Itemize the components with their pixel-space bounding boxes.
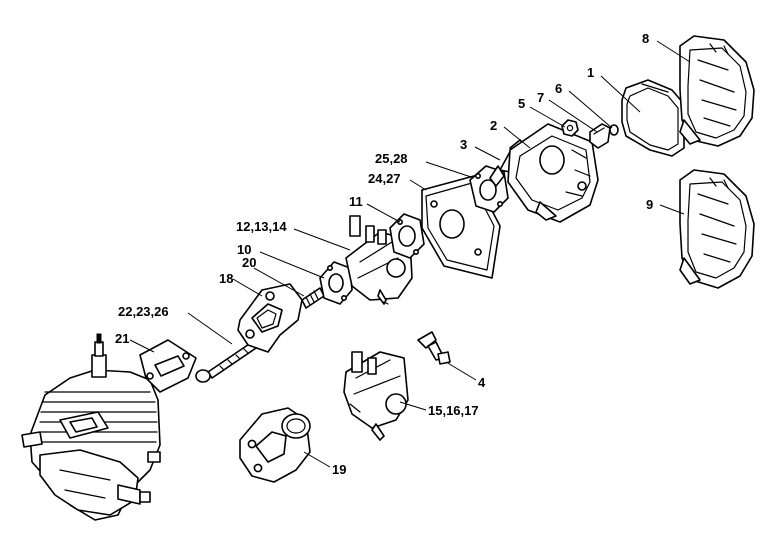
leader-1	[600, 75, 641, 113]
callout-10: 10	[237, 242, 251, 257]
leader-25-28	[425, 161, 475, 179]
leader-24-27	[409, 179, 427, 191]
callout-1: 1	[587, 65, 594, 80]
callout-18: 18	[219, 271, 233, 286]
callout-5: 5	[518, 96, 525, 111]
callout-24-27: 24,27	[368, 171, 401, 186]
intake-flange	[237, 283, 303, 353]
filter-retainer	[589, 123, 619, 149]
leader-3	[474, 146, 501, 161]
nut	[561, 119, 579, 137]
choke-shaft	[417, 331, 451, 365]
filter-cover-upper	[679, 35, 755, 147]
filter-cover-lower	[679, 169, 755, 289]
leader-22-23-26	[187, 312, 233, 345]
callout-22-23-26: 22,23,26	[118, 304, 169, 319]
callout-4: 4	[478, 375, 486, 390]
air-filter	[621, 79, 685, 157]
carburetor-gasket-medium	[389, 213, 425, 259]
leader-2	[503, 126, 531, 149]
callout-12-13-14: 12,13,14	[236, 219, 287, 234]
callout-labels: 1 2 3 4 5 6 7 8 9 10 11 12,13,14 15,16,1…	[115, 31, 653, 477]
leader-9	[659, 204, 685, 215]
callout-11: 11	[349, 194, 363, 209]
carburetor-gasket-small	[319, 261, 353, 305]
long-screw	[195, 337, 263, 383]
callout-19: 19	[332, 462, 346, 477]
intake-gasket	[139, 339, 197, 393]
engine-block	[21, 333, 161, 521]
leader-12-13-14	[293, 228, 351, 251]
carburetor-lower	[343, 351, 409, 441]
leader-lines	[129, 40, 691, 468]
leader-8	[656, 40, 691, 63]
leader-7	[548, 99, 598, 133]
leader-19	[303, 451, 331, 468]
leader-18	[232, 278, 263, 297]
callout-7: 7	[537, 90, 544, 105]
leader-15-16-17	[399, 401, 427, 411]
callout-15-16-17: 15,16,17	[428, 403, 479, 418]
leader-21	[129, 339, 155, 353]
air-filter-base	[507, 123, 599, 223]
intake-manifold	[239, 407, 311, 483]
callout-21: 21	[115, 331, 129, 346]
callout-8: 8	[642, 31, 649, 46]
callout-25-28: 25,28	[375, 151, 408, 166]
leader-11	[366, 203, 401, 223]
leader-20	[253, 267, 305, 297]
spring	[301, 287, 325, 309]
callout-20: 20	[242, 255, 256, 270]
leader-10	[259, 251, 325, 279]
callout-6: 6	[555, 81, 562, 96]
leader-4	[445, 361, 477, 381]
callout-3: 3	[460, 137, 467, 152]
leader-6	[568, 90, 613, 129]
callout-2: 2	[490, 118, 497, 133]
leader-5	[529, 106, 566, 128]
callout-9: 9	[646, 197, 653, 212]
